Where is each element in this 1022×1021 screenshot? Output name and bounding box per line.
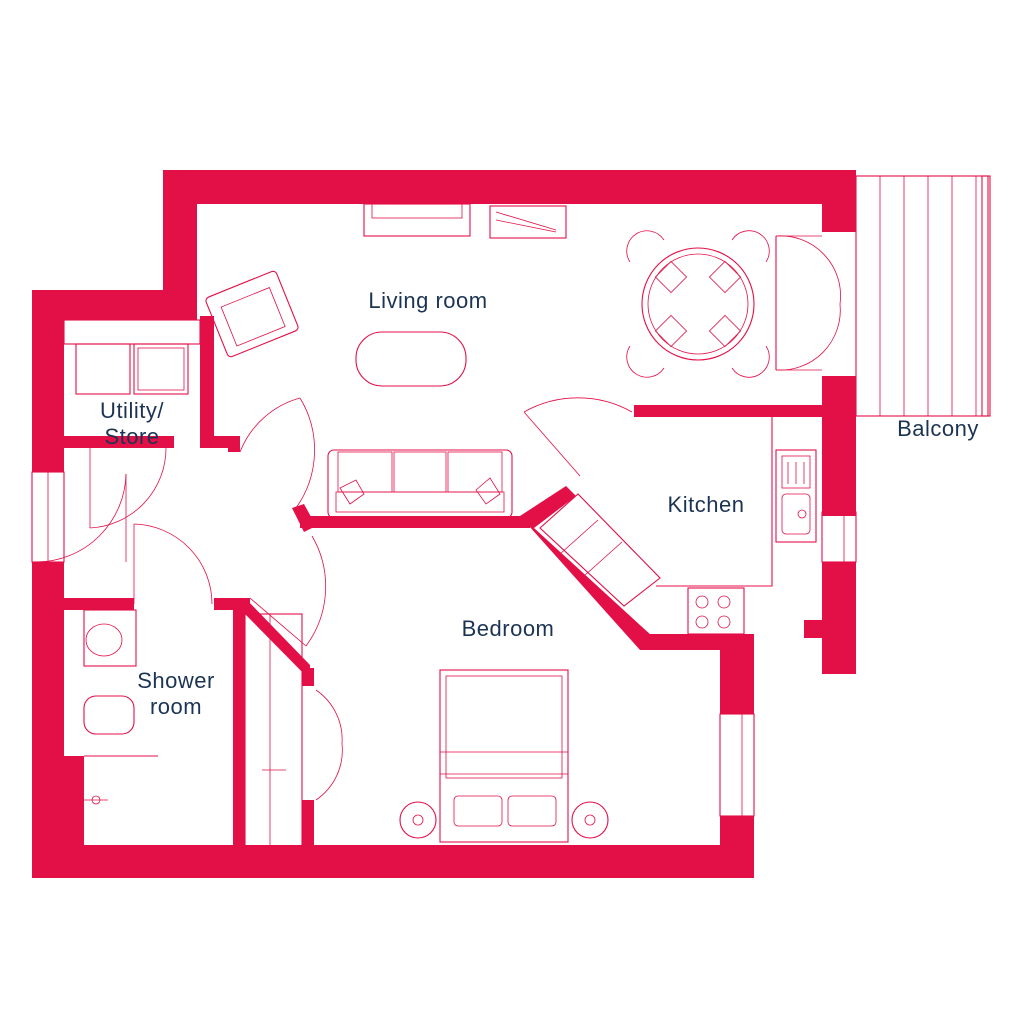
walls (32, 170, 856, 878)
bedroom-label: Bedroom (461, 616, 555, 641)
balcony-label: Balcony (897, 416, 979, 441)
utility-appliances (63, 319, 201, 395)
living-room-label: Living room (368, 288, 488, 313)
kitchen-units (539, 417, 817, 635)
shower-room-label: Shower room (137, 668, 215, 719)
bedroom-furniture (244, 613, 609, 847)
living-furniture (205, 203, 770, 519)
shower-fixtures (83, 609, 158, 805)
utility-store-label: Utility/ Store (100, 398, 164, 449)
balcony-deck (855, 175, 991, 417)
doors (35, 235, 841, 801)
kitchen-label: Kitchen (667, 492, 745, 517)
windows (31, 471, 857, 817)
